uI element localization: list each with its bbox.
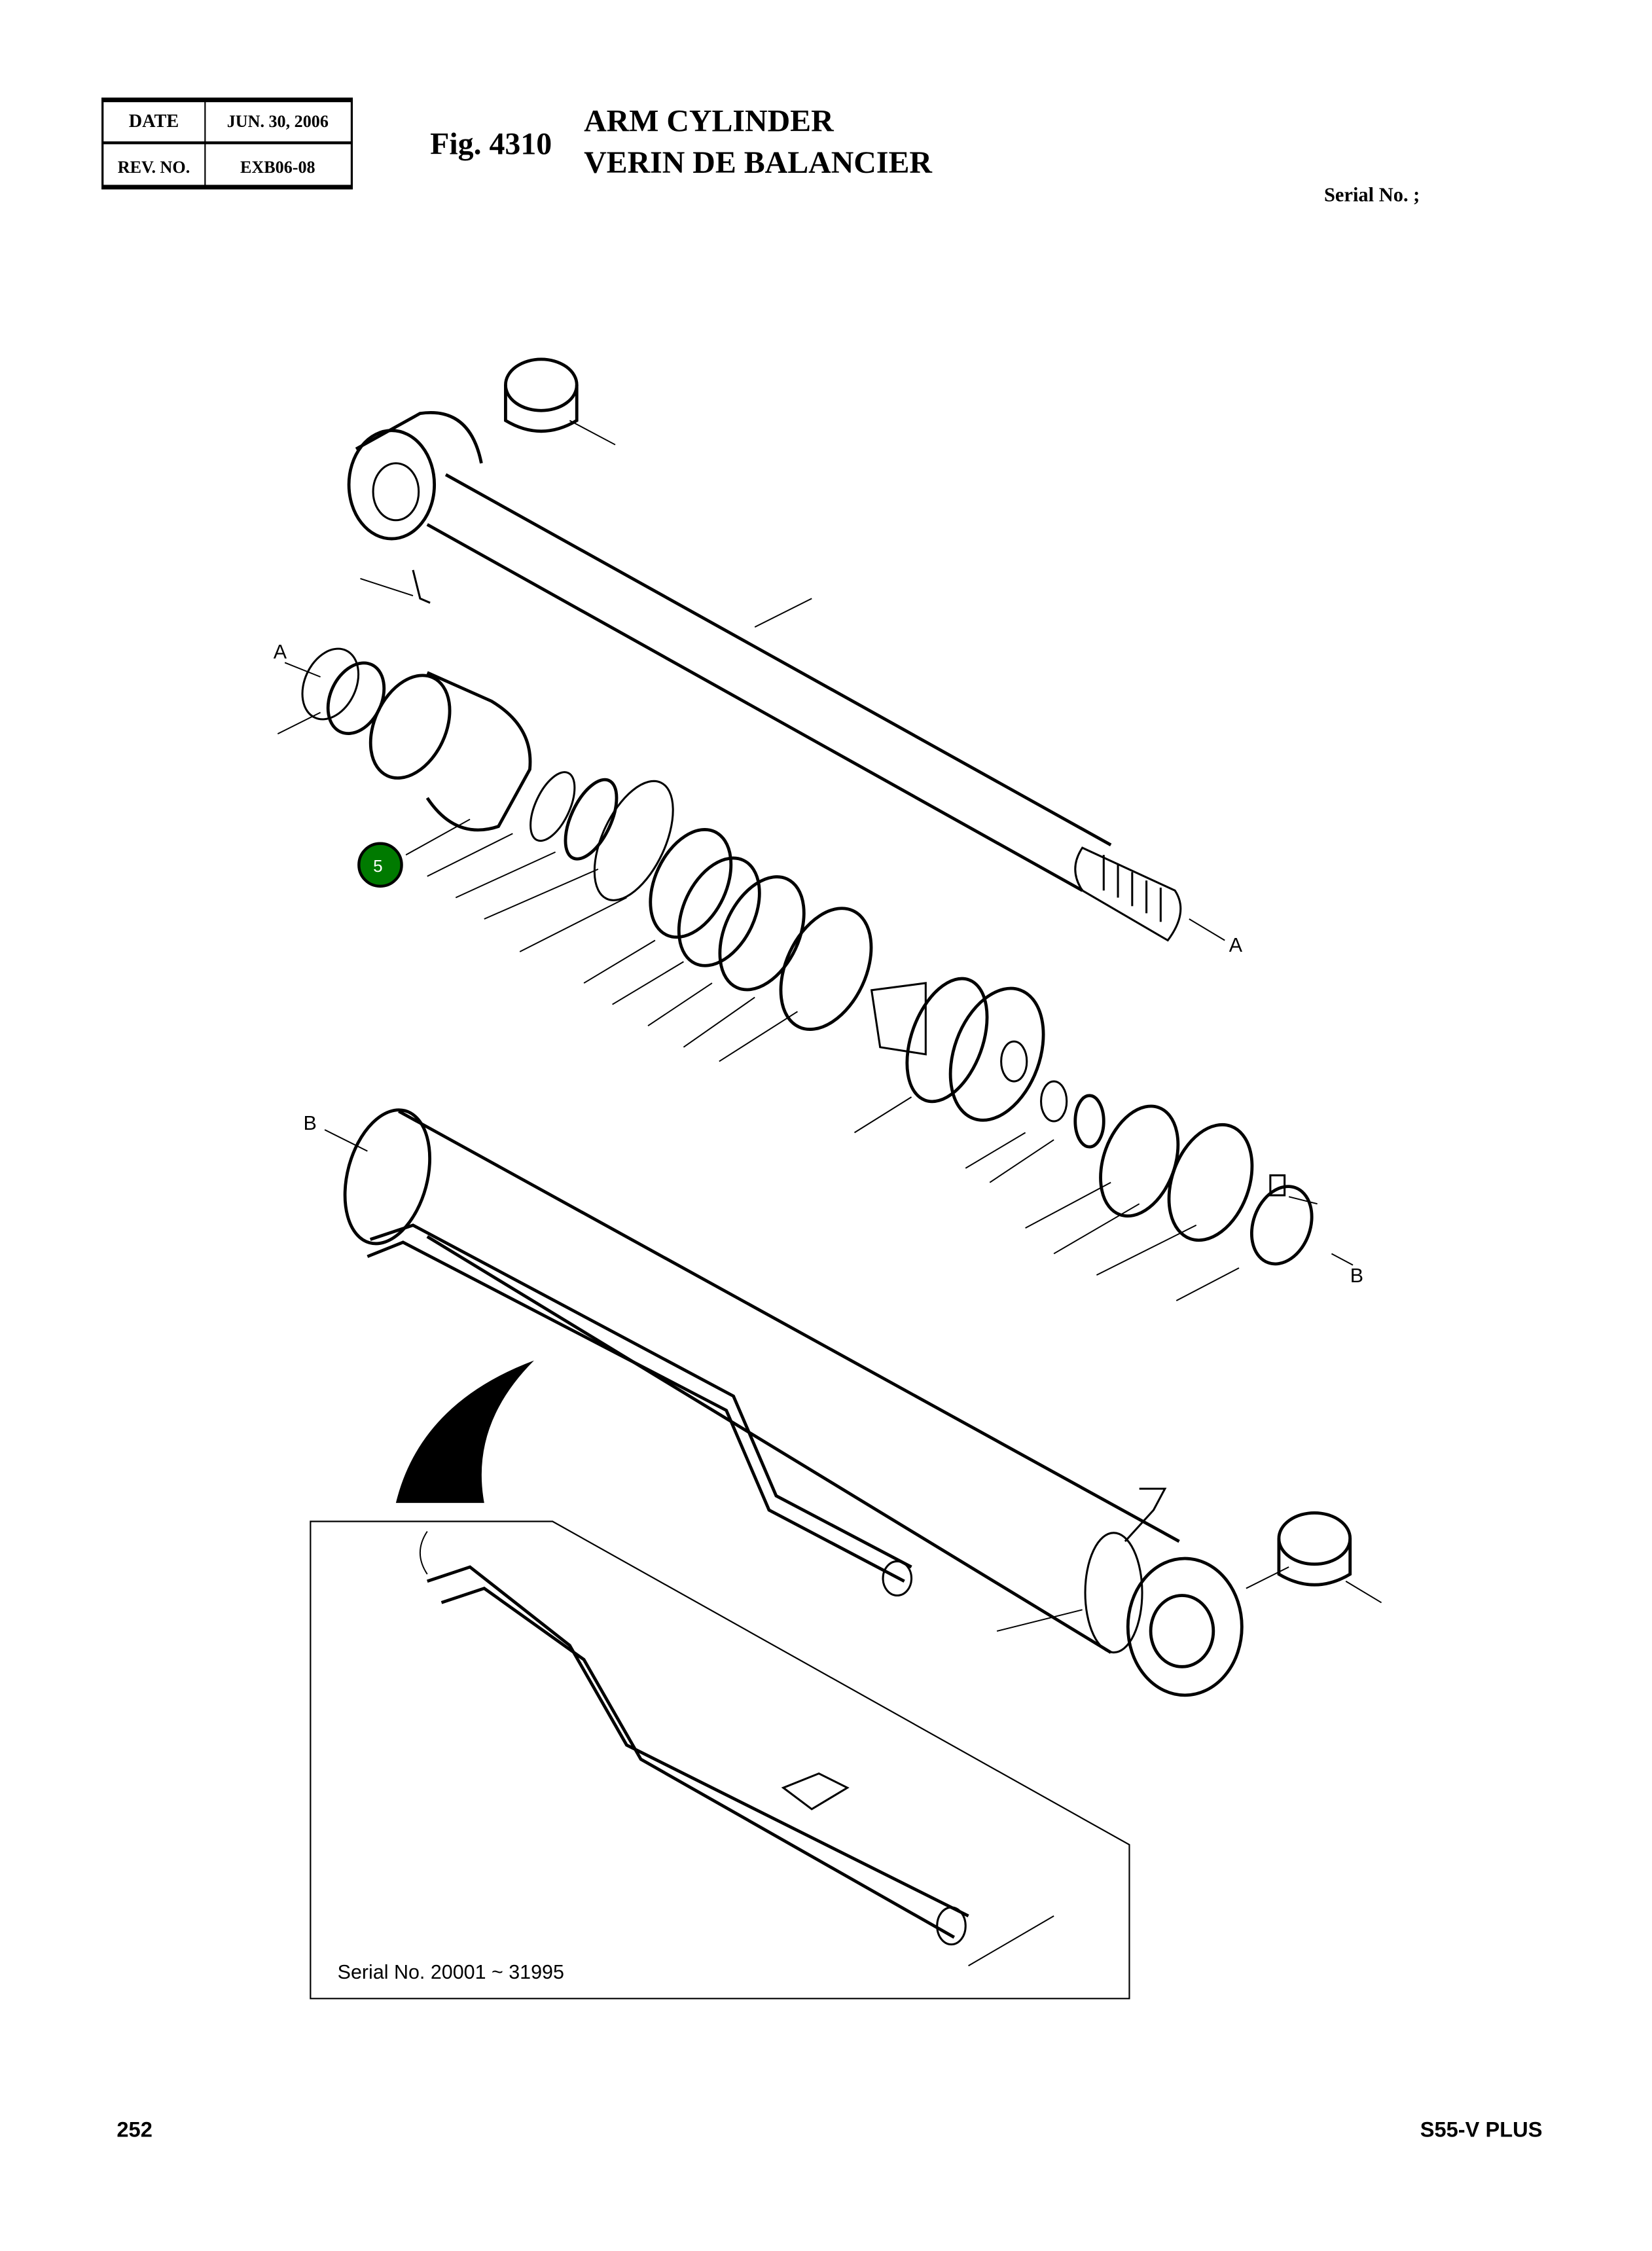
cylinder-tube (343, 1108, 1352, 1697)
inset-serial-range: Serial No. 20001 ~ 31995 (338, 1961, 564, 1983)
callout-part-5[interactable]: 5 (357, 842, 403, 888)
revision-table: DATE JUN. 30, 2006 REV. NO. EXB06-08 (101, 98, 353, 190)
fig-number: Fig. 4310 (430, 127, 552, 162)
rev-label: REV. NO. (118, 158, 190, 177)
label-b-right: B (1350, 1265, 1363, 1287)
label-a-left: A (274, 641, 287, 663)
callout-number: 5 (373, 856, 383, 876)
rev-value: EXB06-08 (240, 158, 315, 177)
serial-number-header: Serial No. ; (1324, 183, 1420, 206)
label-a-right: A (1229, 934, 1243, 956)
model-name: S55-V PLUS (1420, 2117, 1543, 2141)
title-en: ARM CYLINDER (584, 104, 834, 139)
date-value: JUN. 30, 2006 (227, 112, 329, 131)
date-label: DATE (129, 111, 179, 132)
title-fr: VERIN DE BALANCIER (584, 145, 932, 180)
piston-assembly (870, 977, 1314, 1266)
detail-inset: Serial No. 20001 ~ 31995 (310, 1521, 1130, 2000)
page-number: 252 (117, 2117, 152, 2141)
piston-rod (347, 357, 1182, 942)
detail-arrow-icon (395, 1360, 534, 1504)
leader-lines (277, 420, 1382, 1632)
rod-cover-assembly (301, 647, 873, 1031)
label-b-left: B (303, 1112, 316, 1134)
